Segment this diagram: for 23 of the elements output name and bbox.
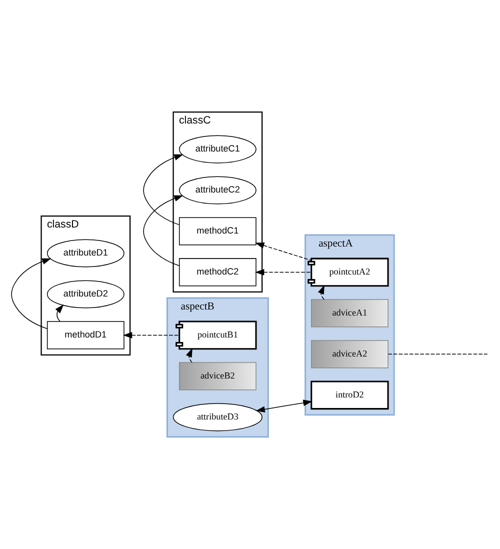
node-ellipse: attributeC1 <box>178 135 256 164</box>
arrow <box>186 348 192 363</box>
arrow <box>255 269 312 276</box>
node-box: adviceA1 <box>311 299 388 328</box>
node-box: methodC2 <box>178 258 256 286</box>
node-box: introD2 <box>310 380 389 410</box>
node-ellipse: attributeD2 <box>46 280 124 308</box>
node-box: adviceB2 <box>178 362 256 390</box>
arrow <box>11 258 52 330</box>
node-box: methodD1 <box>46 321 124 350</box>
arrow <box>255 242 312 261</box>
arrow <box>123 332 180 338</box>
node-box: methodC1 <box>178 217 256 246</box>
arrow <box>143 195 184 266</box>
arrow <box>256 400 312 412</box>
node-ellipse: attributeC2 <box>178 176 256 204</box>
arrow <box>143 154 184 226</box>
arrow <box>55 304 64 322</box>
connector <box>388 354 488 355</box>
node-ellipse: attributeD3 <box>172 403 262 432</box>
node-ellipse: attributeD1 <box>46 239 124 268</box>
node-box: adviceA2 <box>311 340 388 368</box>
arrow <box>318 284 324 300</box>
